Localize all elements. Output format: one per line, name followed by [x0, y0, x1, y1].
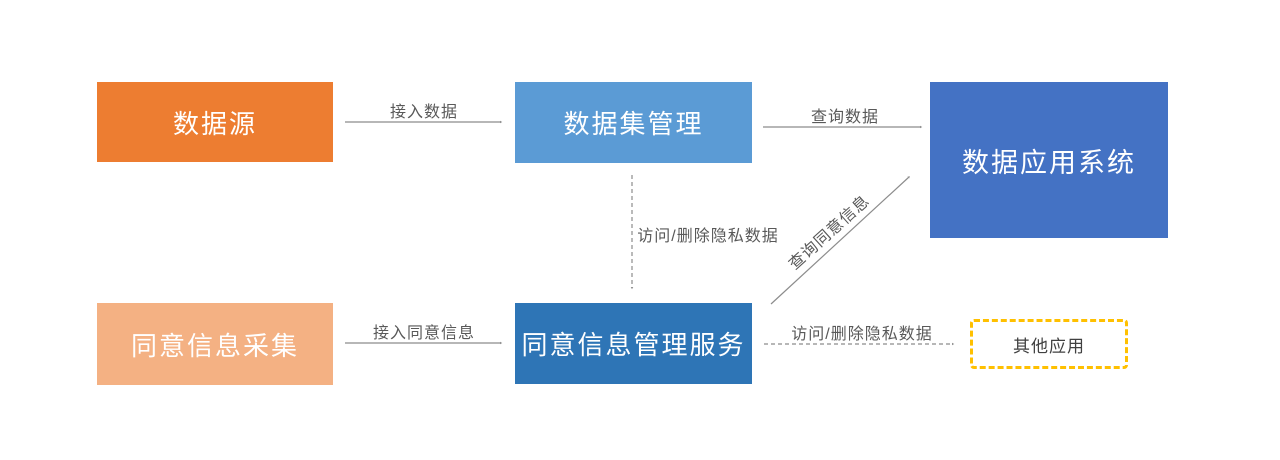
edge-label-access-delete-external: 访问/删除隐私数据: [791, 326, 933, 343]
node-data-application-system-label: 数据应用系统: [962, 147, 1136, 178]
node-other-applications: 其他应用: [970, 319, 1128, 369]
edge-label-access-delete-internal: 访问/删除隐私数据: [637, 228, 779, 245]
arrow-query-consent: [770, 177, 909, 305]
edge-label-ingest-data: 接入数据: [389, 104, 459, 121]
edge-label-query-data: 查询数据: [810, 109, 880, 126]
node-data-application-system: 数据应用系统: [930, 82, 1168, 238]
node-other-applications-label: 其他应用: [1013, 336, 1085, 356]
edge-label-query-consent: 查询同意信息: [786, 192, 874, 274]
node-consent-management-service-label: 同意信息管理服务: [521, 330, 746, 360]
node-consent-management-service: 同意信息管理服务: [515, 303, 752, 384]
node-consent-collection: 同意信息采集: [97, 303, 333, 385]
edge-label-ingest-consent: 接入同意信息: [372, 325, 476, 342]
node-dataset-management-label: 数据集管理: [563, 109, 704, 139]
node-dataset-management: 数据集管理: [515, 82, 752, 163]
node-data-source-label: 数据源: [172, 108, 257, 139]
node-consent-collection-label: 同意信息采集: [130, 330, 299, 361]
node-data-source: 数据源: [97, 82, 333, 162]
